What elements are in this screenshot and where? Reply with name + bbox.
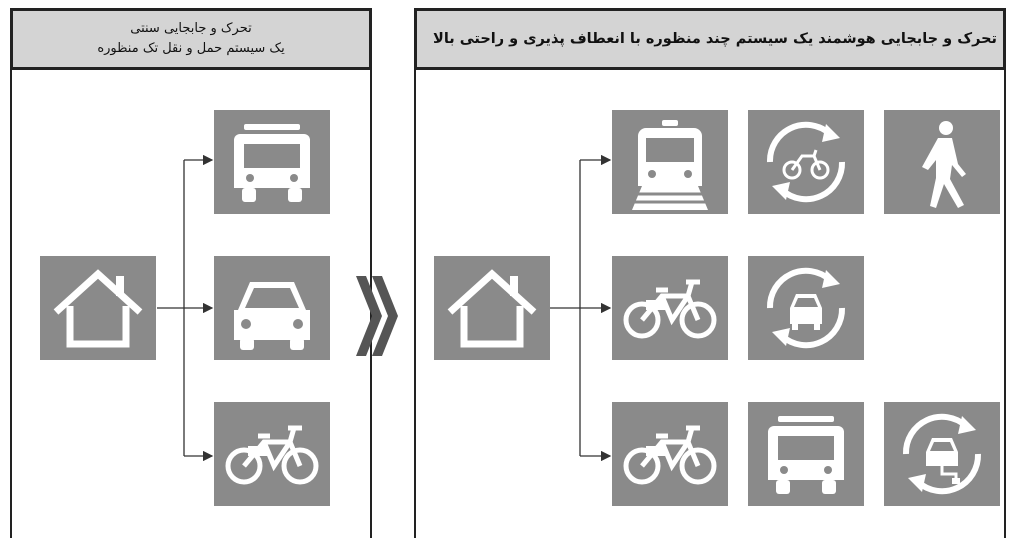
train-icon bbox=[612, 110, 728, 214]
car-sharing-icon bbox=[748, 256, 864, 360]
electric-car-sharing-icon bbox=[884, 402, 1000, 506]
smart-title: تحرک و جابجایی هوشمند یک سیستم چند منظور… bbox=[433, 31, 997, 47]
car-icon bbox=[214, 256, 330, 360]
bicycle-icon bbox=[214, 402, 330, 506]
bike-sharing-icon bbox=[748, 110, 864, 214]
bus-icon bbox=[214, 110, 330, 214]
bicycle-icon bbox=[612, 256, 728, 360]
traditional-panel-header: تحرک و جابجایی سنتی یک سیستم حمل و نقل ت… bbox=[10, 8, 372, 70]
traditional-mobility-panel: تحرک و جابجایی سنتی یک سیستم حمل و نقل ت… bbox=[10, 8, 372, 538]
walking-icon bbox=[884, 110, 1000, 214]
bicycle-icon bbox=[612, 402, 728, 506]
smart-panel-header: تحرک و جابجایی هوشمند یک سیستم چند منظور… bbox=[414, 8, 1006, 70]
traditional-subtitle: یک سیستم حمل و نقل تک منظوره bbox=[97, 41, 285, 56]
traditional-title: تحرک و جابجایی سنتی bbox=[130, 21, 252, 36]
house-icon bbox=[434, 256, 550, 360]
bus-icon bbox=[748, 402, 864, 506]
house-icon bbox=[40, 256, 156, 360]
smart-mobility-panel: تحرک و جابجایی هوشمند یک سیستم چند منظور… bbox=[414, 8, 1006, 538]
